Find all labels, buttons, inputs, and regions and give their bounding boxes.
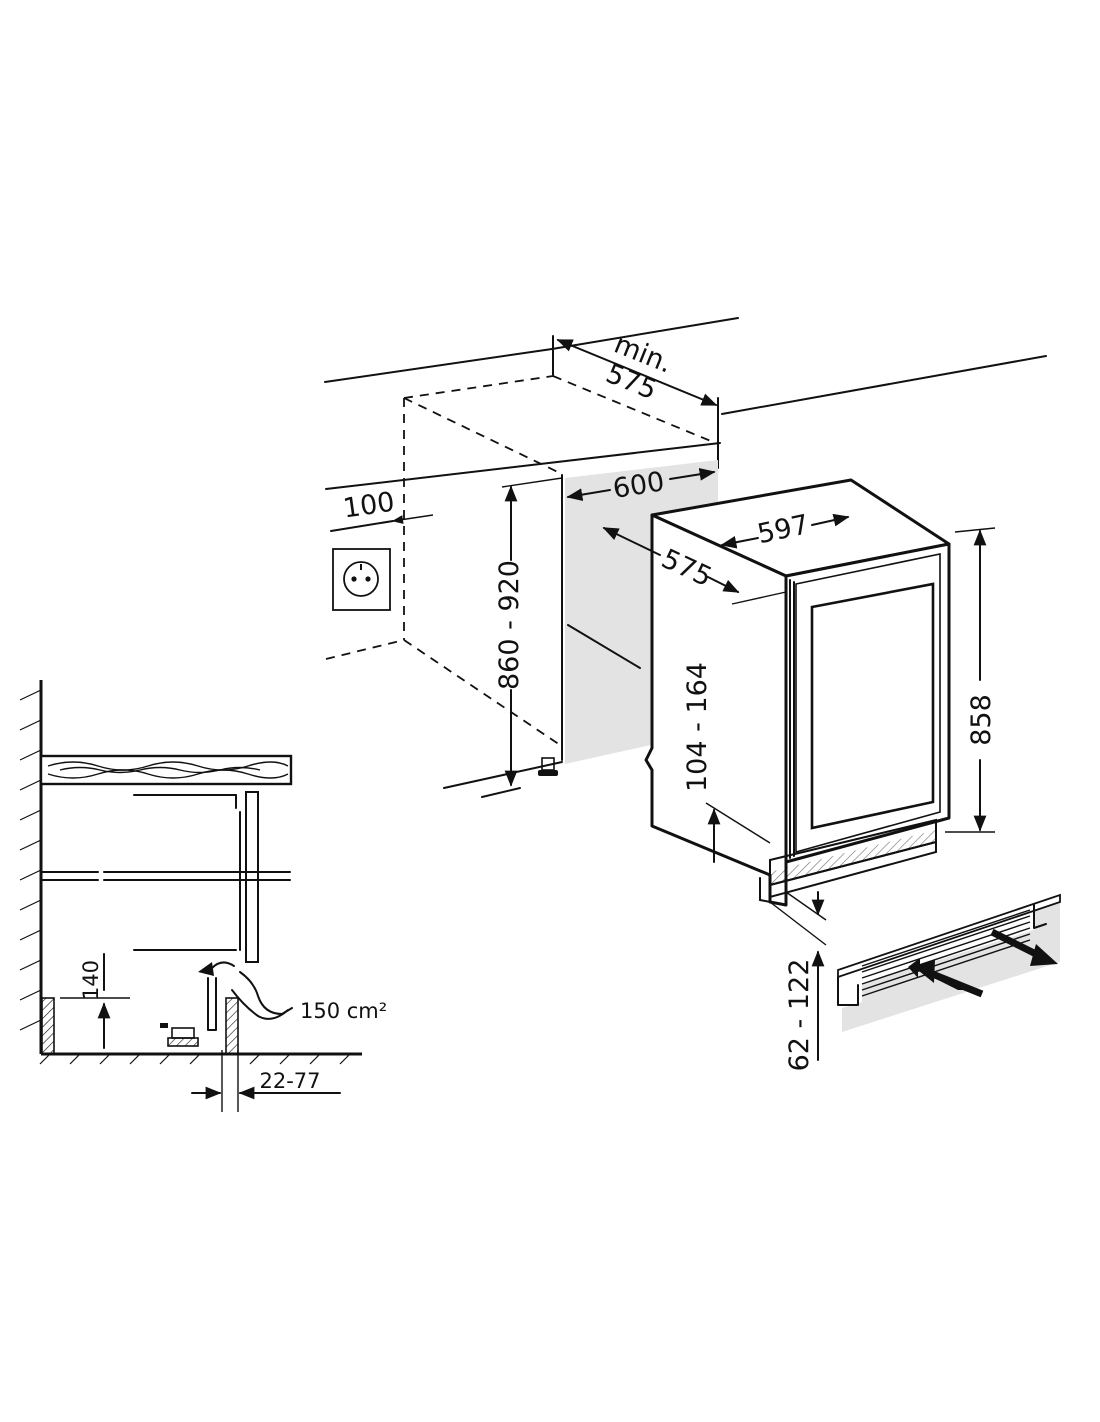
dimension-socket-offset: 100	[330, 487, 434, 532]
dimension-plinth-gap: 62 - 122	[769, 891, 827, 1072]
socket-offset-label: 100	[341, 487, 396, 525]
grille-slats	[861, 909, 1031, 997]
section-view	[19, 680, 362, 1065]
adjustable-foot-icon	[538, 757, 558, 776]
niche-height-label: 860 - 920	[494, 560, 525, 690]
ventilation-grille	[837, 893, 1061, 1032]
airflow-out-arrow-icon	[990, 928, 1058, 966]
vent-area-label: 150 cm²	[300, 999, 387, 1023]
wall-outline	[324, 317, 1047, 490]
worktop	[39, 754, 293, 786]
dimension-plinth-offset: 22-77	[191, 1050, 341, 1112]
dimension-niche-height: 860 - 920	[494, 477, 563, 787]
appliance-height-label: 858	[966, 694, 997, 746]
plinth-offset-label: 22-77	[259, 1069, 320, 1093]
airflow-in-arrow-icon	[908, 958, 984, 998]
dimension-plinth-height: 104 - 164	[682, 662, 771, 863]
plinth-gap-label: 62 - 122	[784, 959, 815, 1072]
dimension-vent-height: 140	[60, 953, 130, 1049]
dimension-appliance-height: 858	[945, 527, 997, 833]
socket-icon	[332, 548, 391, 611]
vent-height-label: 140	[79, 960, 103, 1000]
appliance-body	[644, 478, 951, 907]
plinth-height-label: 104 - 164	[682, 662, 713, 792]
dimension-niche-depth: min. 575	[556, 329, 718, 406]
